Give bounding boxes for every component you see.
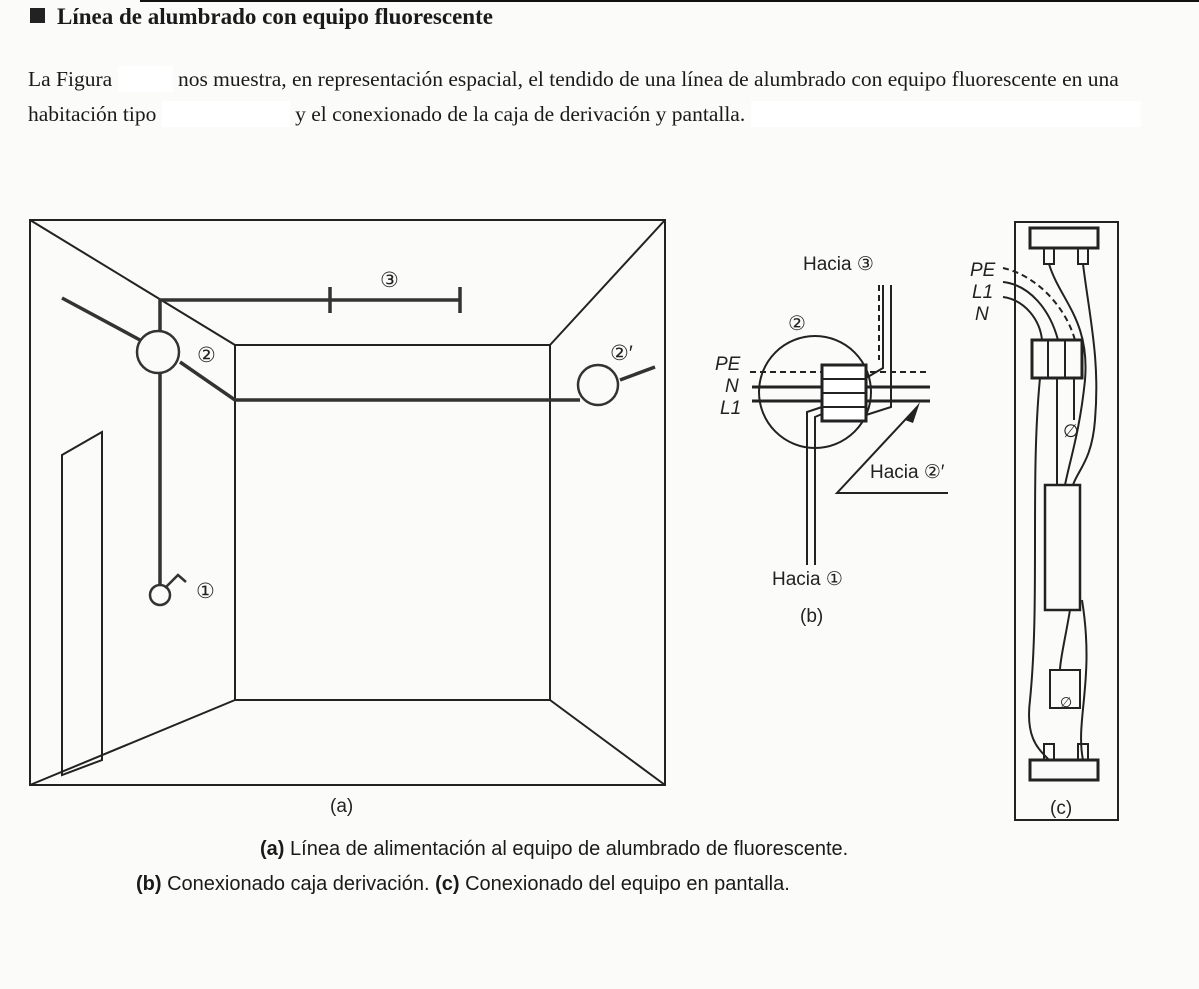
figure-b-junction [750,285,948,565]
figure-c-label: (c) [1050,798,1072,819]
marker-1: ① [196,580,215,603]
figure-a-room [29,219,666,786]
room-back-wall [234,344,551,701]
junction-box-2 [135,329,181,375]
caption-text-c: Conexionado del equipo en pantalla. [465,873,790,895]
starter-symbol-icon: ∅ [1060,694,1072,710]
arrow-icon [905,402,920,423]
caption-tag-b: (b) [136,873,162,895]
switch-1 [148,583,172,607]
section-heading: Línea de alumbrado con equipo fluorescen… [30,4,493,30]
wire-l1-c: L1 [972,282,993,303]
to-3-label: Hacia ③ [803,254,874,275]
figure-c-fixture [1002,221,1119,821]
caption-line-1: (a) Línea de alimentación al equipo de a… [0,838,1199,861]
room-outer [29,219,666,786]
wire-n: N [725,376,739,397]
wire-pe-c: PE [970,260,996,281]
caption-text-b: Conexionado caja derivación. [167,873,430,895]
figure-a-wiring [61,287,656,607]
body-paragraph: La Figura nos muestra, en representación… [28,62,1178,132]
wire-n-c: N [975,304,989,325]
box-2-label: ② [788,313,806,335]
caption-tag-a: (a) [260,838,285,860]
para-text-2: nos muestra, en representación espacial,… [28,67,1119,126]
junction-box-2-prime [576,363,620,407]
redaction [117,66,173,92]
figure-a-label: (a) [330,796,353,817]
to-1-label: Hacia ① [772,569,843,590]
wire-pe: PE [715,354,741,375]
marker-3: ③ [380,269,399,292]
bullet-square-icon [30,8,45,23]
wire-l1: L1 [720,398,741,419]
para-text-4: . [739,102,746,126]
door [61,430,103,777]
caption-line-2: (b) Conexionado caja derivación. (c) Con… [0,873,1199,896]
to-2-prime-label: Hacia ②′ [870,462,945,483]
starter-symbol-icon: ∅ [1063,421,1079,441]
para-text-1: La Figura [28,67,113,91]
redaction [161,101,290,127]
marker-2-prime: ②′ [610,342,633,365]
figure-b-label: (b) [800,606,823,627]
redaction [750,101,1141,127]
page-rule [140,0,1199,2]
caption-tag-c: (c) [435,873,460,895]
heading-text: Línea de alumbrado con equipo fluorescen… [57,4,493,29]
para-text-3: y el conexionado de la caja de derivació… [295,102,740,126]
caption-text-a: Línea de alimentación al equipo de alumb… [290,838,849,860]
marker-2: ② [197,344,216,367]
